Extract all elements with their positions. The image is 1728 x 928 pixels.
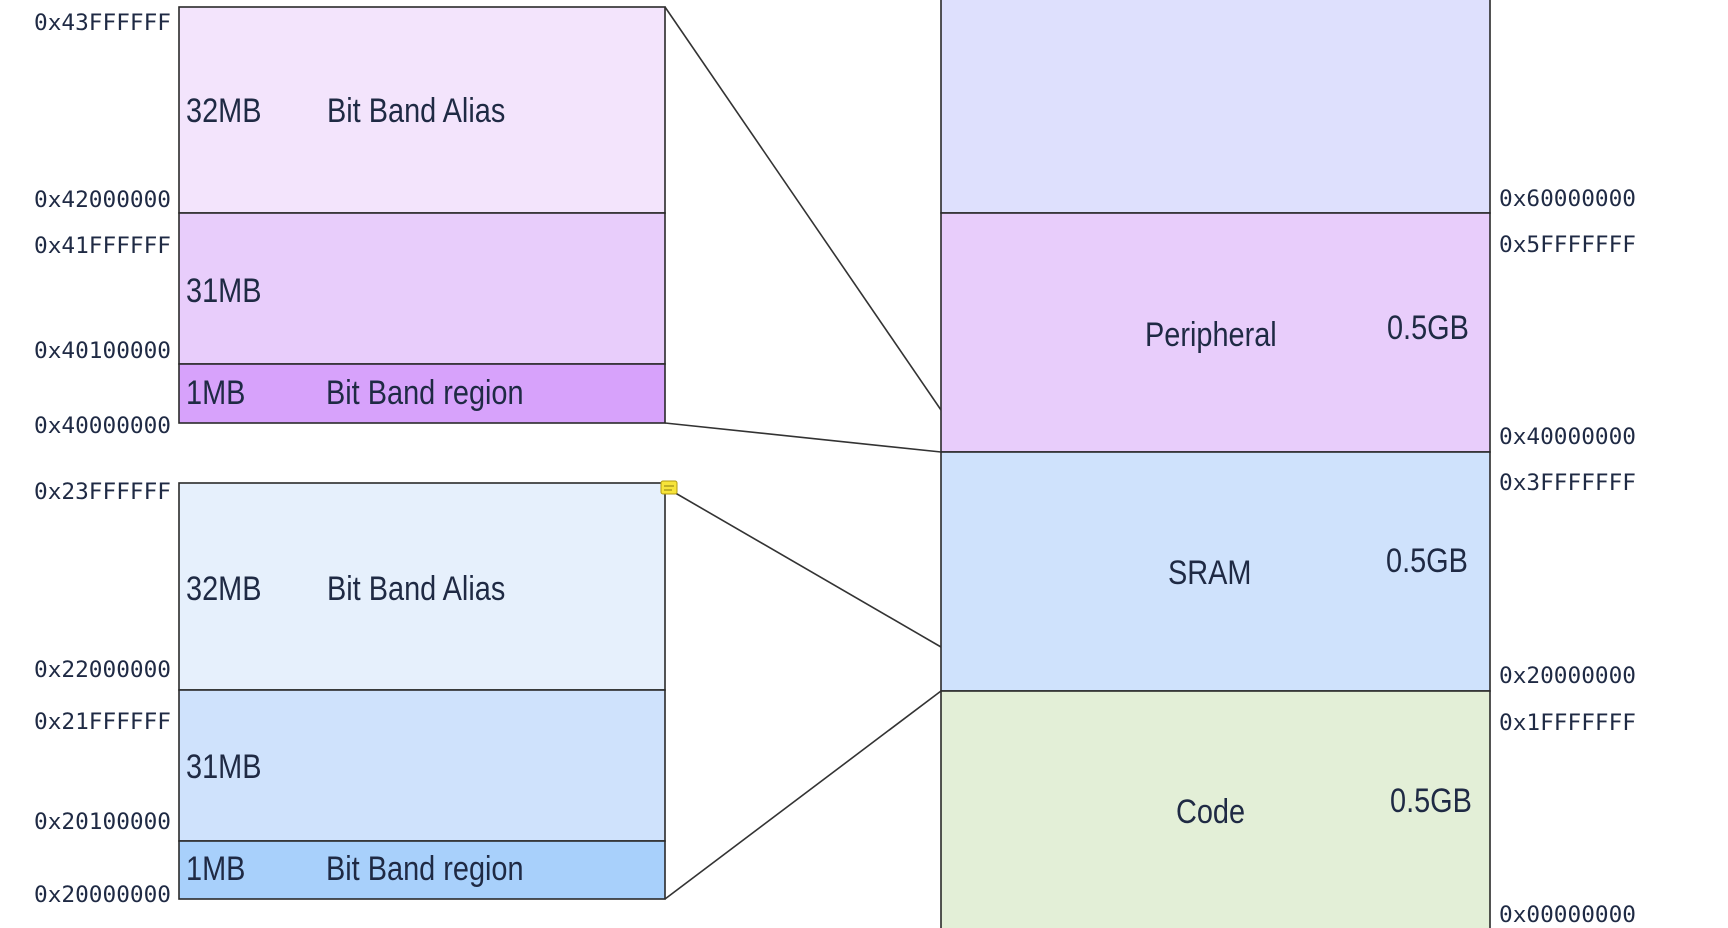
sram-block — [940, 451, 1491, 692]
address-0x22000000: 0x22000000 — [34, 658, 171, 683]
code-size-label: 0.5GB — [1390, 781, 1472, 820]
sram-size-label: 0.5GB — [1386, 541, 1468, 580]
code-name-label: Code — [1176, 792, 1245, 831]
lower-alias-size-label: 32MB — [186, 569, 261, 608]
upper-31mb-block — [178, 212, 666, 365]
address-0x41ffffff: 0x41FFFFFF — [34, 234, 171, 259]
connector-lower-top — [664, 486, 942, 648]
address-0x60000000: 0x60000000 — [1499, 187, 1636, 212]
comment-marker-icon[interactable] — [660, 480, 678, 495]
address-0x21ffffff: 0x21FFFFFF — [34, 710, 171, 735]
address-0x23ffffff: 0x23FFFFFF — [34, 480, 171, 505]
upper-alias-name-label: Bit Band Alias — [327, 91, 505, 130]
upper-bit-band-alias-block — [178, 6, 666, 214]
address-0x40000000-right: 0x40000000 — [1499, 425, 1636, 450]
peripheral-name-label: Peripheral — [1145, 315, 1277, 354]
lower-region-name-label: Bit Band region — [326, 849, 524, 888]
address-0x20000000-left: 0x20000000 — [34, 883, 171, 908]
lower-region-size-label: 1MB — [186, 849, 245, 888]
lower-alias-name-label: Bit Band Alias — [327, 569, 505, 608]
address-0x40000000-left: 0x40000000 — [34, 414, 171, 439]
address-0x1fffffff: 0x1FFFFFFF — [1499, 711, 1636, 736]
peripheral-size-label: 0.5GB — [1387, 308, 1469, 347]
address-0x42000000: 0x42000000 — [34, 188, 171, 213]
connector-upper-bottom — [664, 422, 942, 453]
lower-bit-band-region-block — [178, 840, 666, 900]
upper-memory-block — [940, 0, 1491, 214]
address-0x40100000: 0x40100000 — [34, 339, 171, 364]
address-0x20100000: 0x20100000 — [34, 810, 171, 835]
address-0x43ffffff: 0x43FFFFFF — [34, 11, 171, 36]
code-block — [940, 690, 1491, 928]
upper-alias-size-label: 32MB — [186, 91, 261, 130]
address-0x3fffffff: 0x3FFFFFFF — [1499, 471, 1636, 496]
address-0x00000000: 0x00000000 — [1499, 903, 1636, 928]
connector-upper-top — [664, 6, 942, 411]
lower-31mb-label: 31MB — [186, 747, 261, 786]
lower-bit-band-alias-block — [178, 482, 666, 691]
address-0x5fffffff: 0x5FFFFFFF — [1499, 233, 1636, 258]
upper-bit-band-region-block — [178, 363, 666, 424]
lower-31mb-block — [178, 689, 666, 842]
upper-region-size-label: 1MB — [186, 373, 245, 412]
peripheral-block — [940, 212, 1491, 453]
connector-lower-bottom — [664, 690, 942, 900]
sram-name-label: SRAM — [1168, 553, 1251, 592]
upper-31mb-label: 31MB — [186, 271, 261, 310]
upper-region-name-label: Bit Band region — [326, 373, 524, 412]
address-0x20000000-right: 0x20000000 — [1499, 664, 1636, 689]
